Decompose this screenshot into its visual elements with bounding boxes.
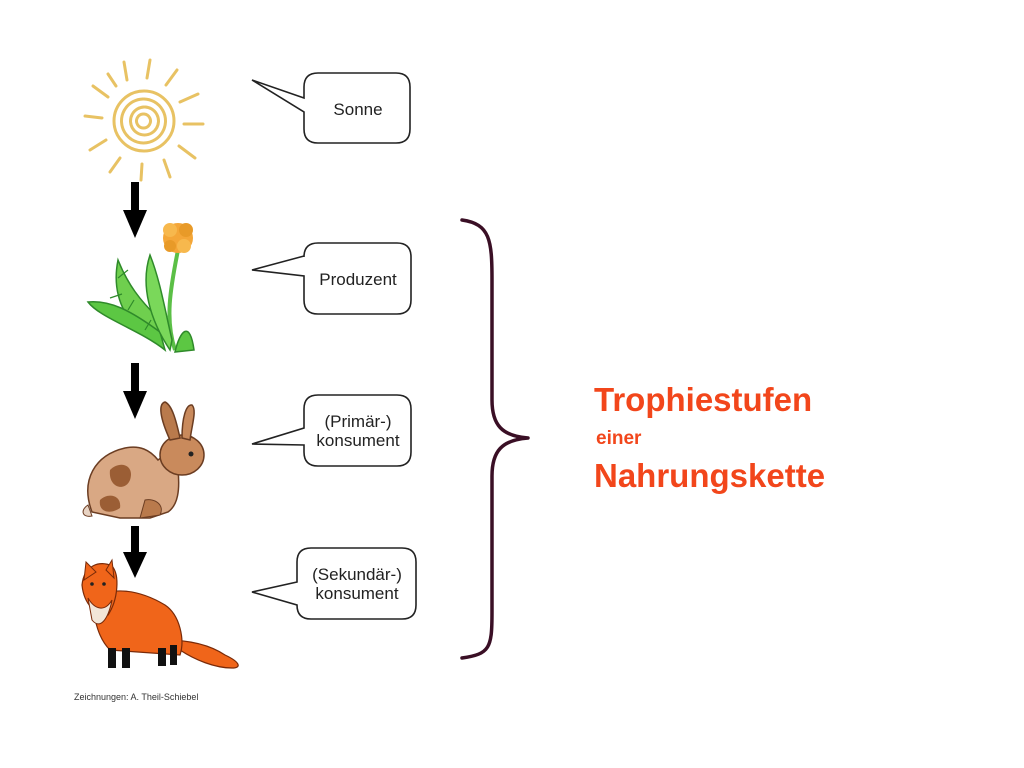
title-trophiestufen: Trophiestufen xyxy=(594,381,813,418)
arrow-sun-to-producer xyxy=(123,182,147,238)
rabbit-icon xyxy=(82,401,205,519)
label-produzent: Produzent xyxy=(319,269,397,289)
label-sonne: Sonne xyxy=(333,99,383,119)
fox-icon xyxy=(81,558,239,669)
arrow-producer-to-primary xyxy=(123,363,147,419)
bubble-produzent xyxy=(251,242,412,315)
label-primaer-konsument: (Primär-)konsument xyxy=(316,412,400,450)
arrow-primary-to-secondary xyxy=(123,526,147,578)
title-einer: einer xyxy=(596,428,642,449)
sun-icon xyxy=(83,58,205,182)
label-sekundaer-konsument: (Sekundär-)konsument xyxy=(312,565,402,603)
curly-brace xyxy=(460,218,530,660)
image-credit: Zeichnungen: A. Theil-Schiebel xyxy=(74,692,199,702)
dandelion-icon xyxy=(86,223,195,353)
bubble-primaer xyxy=(251,394,412,467)
bubble-sekundaer xyxy=(251,547,417,620)
bubble-sonne xyxy=(251,72,411,144)
title-nahrungskette: Nahrungskette xyxy=(594,457,826,494)
